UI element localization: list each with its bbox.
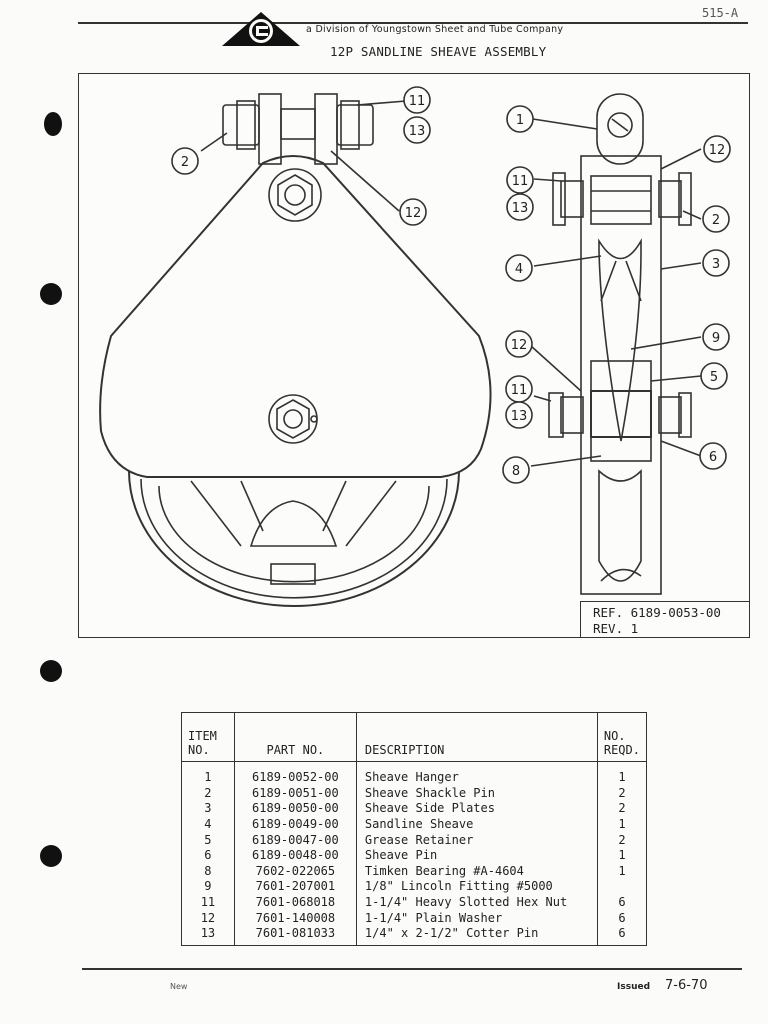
callout-13: 13	[512, 201, 529, 216]
reference-box: REF. 6189-0053-00 REV. 1	[580, 601, 750, 638]
cell-item: 8	[181, 863, 235, 880]
cell-item: 5	[181, 832, 235, 848]
cell-qty: 1	[596, 761, 648, 786]
binder-hole	[40, 845, 62, 867]
footer-left-note: New	[170, 982, 188, 991]
cell-description: 1/8" Lincoln Fitting #5000	[355, 879, 598, 895]
issued-label: Issued	[617, 982, 651, 992]
sheave-assembly-drawing: 2 11 13 12 1 12 11 13 2 4 3 9 12 5 11 13…	[99, 86, 731, 607]
drawing-frame: 2 11 13 12 1 12 11 13 2 4 3 9 12 5 11 13…	[78, 73, 750, 638]
callout-11: 11	[512, 174, 529, 189]
cell-qty: 1	[596, 816, 648, 833]
callout-9: 9	[712, 331, 720, 346]
cell-part-no: 6189-0047-00	[233, 832, 357, 848]
footer-rule	[82, 968, 742, 970]
callout-12: 12	[405, 206, 422, 221]
cell-description: Sandline Sheave	[355, 816, 598, 833]
cell-description: Timken Bearing #A-4604	[355, 863, 598, 880]
callout-13: 13	[409, 124, 426, 139]
cell-item: 6	[181, 847, 235, 864]
cell-description: Sheave Hanger	[355, 761, 598, 786]
callout-2: 2	[181, 155, 189, 170]
cell-qty: 6	[596, 894, 648, 911]
cell-part-no: 6189-0048-00	[233, 847, 357, 864]
cell-part-no: 6189-0050-00	[233, 801, 357, 817]
cell-qty: 6	[596, 910, 648, 926]
cell-description: 1-1/4" Plain Washer	[355, 910, 598, 926]
header-description: DESCRIPTION	[355, 712, 598, 762]
table-header-row: ITEM NO. PART NO. DESCRIPTION NO. REQD.	[181, 712, 648, 762]
callout-8: 8	[512, 464, 520, 479]
cell-description: 1-1/4" Heavy Slotted Hex Nut	[355, 894, 598, 911]
cell-item: 12	[181, 910, 235, 926]
callout-12: 12	[709, 143, 726, 158]
issued-date: 7-6-70	[665, 978, 708, 993]
cell-part-no: 7602-022065	[233, 863, 357, 880]
cell-part-no: 6189-0052-00	[233, 761, 357, 786]
cell-item: 1	[181, 761, 235, 786]
callout-13: 13	[511, 409, 528, 424]
rev-number: REV. 1	[593, 621, 639, 636]
ref-number: REF. 6189-0053-00	[593, 605, 721, 620]
cell-qty: 2	[596, 801, 648, 817]
callout-11: 11	[511, 383, 528, 398]
parts-table: ITEM NO. PART NO. DESCRIPTION NO. REQD. …	[181, 712, 648, 946]
cell-part-no: 7601-140008	[233, 910, 357, 926]
company-logo	[222, 12, 300, 46]
cell-qty: 2	[596, 832, 648, 848]
cell-qty: 1	[596, 847, 648, 864]
cell-item: 13	[181, 925, 235, 946]
cell-item: 2	[181, 785, 235, 802]
cell-part-no: 6189-0049-00	[233, 816, 357, 833]
header-part-no: PART NO.	[233, 712, 357, 762]
cell-description: Sheave Side Plates	[355, 801, 598, 817]
callout-6: 6	[709, 450, 717, 465]
division-line: a Division of Youngstown Sheet and Tube …	[306, 24, 564, 35]
callout-2: 2	[712, 213, 720, 228]
cell-part-no: 6189-0051-00	[233, 785, 357, 802]
cell-part-no: 7601-068018	[233, 894, 357, 911]
binder-hole	[40, 283, 62, 305]
cell-part-no: 7601-207001	[233, 879, 357, 895]
page-title: 12P SANDLINE SHEAVE ASSEMBLY	[330, 44, 547, 59]
callout-3: 3	[712, 257, 720, 272]
header-rule	[78, 22, 748, 24]
cell-item: 11	[181, 894, 235, 911]
callout-1: 1	[516, 113, 524, 128]
cell-qty	[596, 879, 648, 895]
cell-qty: 2	[596, 785, 648, 802]
header-item: ITEM NO.	[181, 712, 235, 762]
cell-qty: 6	[596, 925, 648, 946]
header-qty: NO. REQD.	[596, 712, 648, 762]
cell-description: Grease Retainer	[355, 832, 598, 848]
cell-item: 9	[181, 879, 235, 895]
callout-5: 5	[710, 370, 718, 385]
cell-description: Sheave Shackle Pin	[355, 785, 598, 802]
cell-item: 4	[181, 816, 235, 833]
cell-description: Sheave Pin	[355, 847, 598, 864]
callout-4: 4	[515, 262, 523, 277]
cell-item: 3	[181, 801, 235, 817]
cell-qty: 1	[596, 863, 648, 880]
callout-11: 11	[409, 94, 426, 109]
callout-12: 12	[511, 338, 528, 353]
cell-description: 1/4" x 2-1/2" Cotter Pin	[355, 925, 598, 946]
cell-part-no: 7601-081033	[233, 925, 357, 946]
sheet-code: 515-A	[702, 6, 739, 20]
binder-hole	[44, 112, 62, 136]
binder-hole	[40, 660, 62, 682]
